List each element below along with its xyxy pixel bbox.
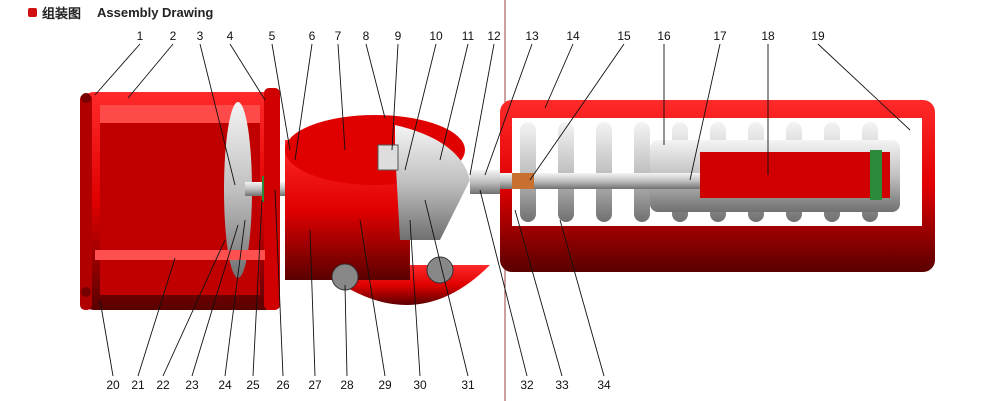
callout-bottom-30: 30	[413, 378, 427, 392]
callout-top-17: 17	[713, 29, 727, 43]
leader-line	[409, 219, 421, 377]
spring-coil	[520, 122, 536, 222]
spring-coil	[558, 122, 574, 222]
spring-coil	[634, 122, 650, 222]
callout-top-2: 2	[170, 29, 177, 43]
callout-top-12: 12	[487, 29, 501, 43]
leader-line	[439, 43, 469, 161]
callout-top-1: 1	[137, 29, 144, 43]
callout-top-6: 6	[309, 29, 316, 43]
callout-top-10: 10	[429, 29, 443, 43]
callout-top-14: 14	[566, 29, 580, 43]
leader-line	[337, 43, 346, 151]
leader-line	[199, 43, 236, 186]
title-en: Assembly Drawing	[97, 5, 214, 20]
leader-line	[689, 43, 721, 181]
callout-bottom-26: 26	[276, 378, 290, 392]
leader-line	[817, 43, 911, 131]
central-housing	[285, 115, 510, 305]
leader-line	[229, 43, 266, 101]
leader-line	[127, 43, 174, 99]
callout-top-4: 4	[227, 29, 234, 43]
leader-line	[309, 229, 316, 377]
leader-line	[344, 284, 348, 377]
leader-line	[404, 43, 437, 171]
leader-line	[191, 224, 239, 377]
callout-top-11: 11	[462, 29, 475, 43]
leader-line	[559, 219, 605, 377]
callout-bottom-23: 23	[185, 378, 199, 392]
leader-line	[271, 43, 291, 151]
callout-bottom-29: 29	[378, 378, 392, 392]
leader-line	[469, 43, 495, 176]
callout-top-16: 16	[657, 29, 671, 43]
leader-line	[484, 43, 533, 176]
bullet-icon	[28, 8, 37, 17]
callout-bottom-34: 34	[597, 378, 611, 392]
leader-line	[274, 189, 284, 377]
leader-line	[252, 199, 263, 377]
spring-cylinder	[500, 100, 935, 272]
callout-bottom-25: 25	[246, 378, 260, 392]
callout-bottom-24: 24	[218, 378, 232, 392]
callout-bottom-22: 22	[156, 378, 170, 392]
callout-bottom-21: 21	[131, 378, 145, 392]
callout-top-3: 3	[197, 29, 204, 43]
callout-top-9: 9	[395, 29, 402, 43]
leader-line	[224, 219, 246, 377]
spring-coil	[596, 122, 612, 222]
callout-top-7: 7	[335, 29, 342, 43]
callout-top-5: 5	[269, 29, 276, 43]
leader-line	[391, 43, 399, 151]
callout-bottom-32: 32	[520, 378, 534, 392]
leader-line	[514, 209, 563, 377]
callout-top-18: 18	[761, 29, 775, 43]
leader-line	[162, 239, 226, 377]
leader-line	[544, 43, 574, 109]
callout-bottom-31: 31	[461, 378, 475, 392]
header: 组装图 Assembly Drawing	[28, 3, 213, 22]
callout-top-8: 8	[363, 29, 370, 43]
left-end-cap	[80, 88, 285, 310]
leader-line	[365, 43, 386, 119]
leader-line	[294, 43, 313, 161]
leader-line	[99, 299, 114, 377]
callout-bottom-27: 27	[308, 378, 322, 392]
leader-line	[359, 219, 386, 377]
callout-bottom-20: 20	[106, 378, 120, 392]
title-cn: 组装图	[42, 6, 82, 21]
callout-top-19: 19	[811, 29, 825, 43]
leader-line	[137, 257, 176, 377]
leader-line	[479, 189, 528, 377]
leader-line	[424, 199, 469, 377]
leader-line	[94, 43, 141, 96]
callout-top-13: 13	[525, 29, 539, 43]
callout-bottom-28: 28	[340, 378, 354, 392]
callout-top-15: 15	[617, 29, 631, 43]
leader-line	[529, 43, 625, 181]
callout-bottom-33: 33	[555, 378, 569, 392]
